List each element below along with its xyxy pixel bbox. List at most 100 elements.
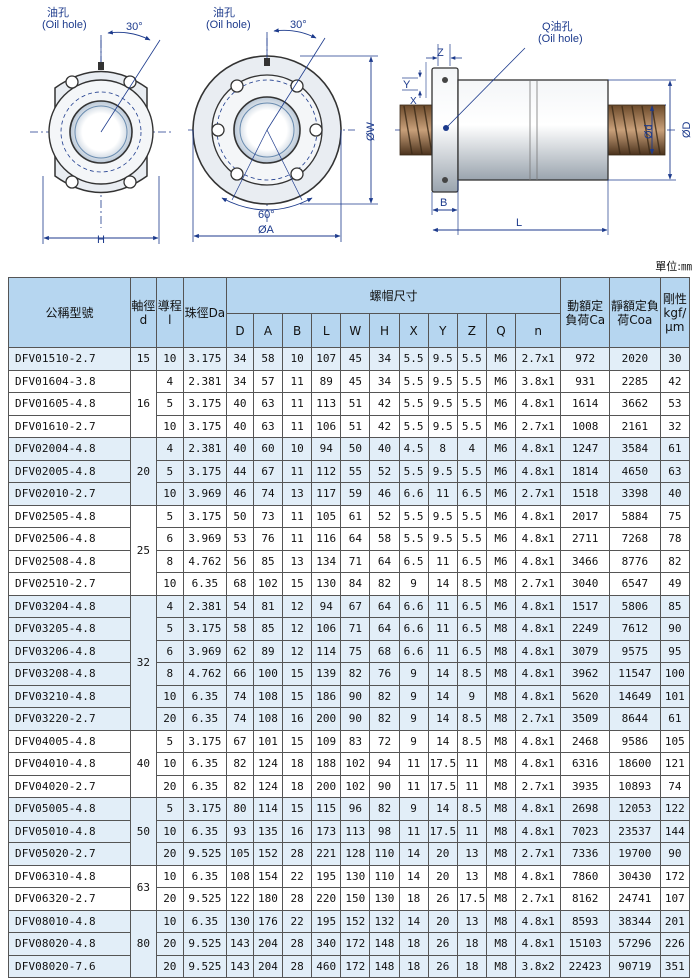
table-cell: 10: [155, 414, 184, 438]
table-cell: 14: [427, 707, 458, 731]
table-cell: 9.525: [182, 932, 227, 956]
table-cell: 2017: [560, 504, 610, 528]
table-cell: 200: [311, 774, 342, 798]
table-cell: 10: [155, 864, 184, 888]
table-cell: 16: [282, 707, 313, 731]
table-cell: 64: [369, 594, 400, 618]
drawing-canvas: 油孔 (Oil hole) 30° H 油孔 (Oil hole) 30° 60…: [30, 5, 693, 246]
table-cell-shaft: 16: [129, 369, 157, 438]
table-cell: 93: [225, 819, 254, 843]
table-cell: 11: [282, 369, 313, 393]
header-sub-a: A: [252, 313, 284, 348]
table-cell: 4.8x1: [515, 662, 562, 686]
table-cell: 5884: [608, 504, 661, 528]
table-cell: 2.7x1: [515, 414, 562, 438]
table-cell: 8.5: [456, 797, 487, 821]
table-cell: 20: [427, 842, 458, 866]
table-cell: 18: [398, 887, 429, 911]
table-cell: 172: [340, 932, 371, 956]
table-cell: 3.175: [182, 459, 227, 483]
table-cell-model: DFV04020-2.7: [8, 774, 131, 798]
table-cell: 18: [456, 932, 487, 956]
table-cell: 2249: [560, 617, 610, 641]
table-cell: 4.8x1: [515, 864, 562, 888]
table-cell: 90: [369, 774, 400, 798]
table-cell: 9.5: [427, 527, 458, 551]
table-cell: M8: [485, 572, 517, 596]
table-cell: 95: [659, 639, 691, 663]
table-cell: 6.5: [456, 482, 487, 506]
table-cell: 4650: [608, 459, 661, 483]
oil-hole-sub-2: (Oil hole): [206, 19, 251, 31]
table-cell: 8644: [608, 707, 661, 731]
table-cell: 10893: [608, 774, 661, 798]
table-cell-model: DFV04005-4.8: [8, 729, 131, 753]
table-cell-model: DFV08010-4.8: [8, 909, 131, 933]
table-cell: 113: [311, 392, 342, 416]
nut-side-view: [395, 44, 676, 235]
table-cell: 12053: [608, 797, 661, 821]
table-cell: 14: [427, 684, 458, 708]
table-cell: 10: [155, 819, 184, 843]
table-cell: 11: [427, 482, 458, 506]
table-cell: 200: [311, 707, 342, 731]
table-cell: 42: [369, 414, 400, 438]
table-cell: 50: [340, 437, 371, 461]
table-cell: 18600: [608, 752, 661, 776]
table-cell: 2.7x1: [515, 774, 562, 798]
table-cell: 1008: [560, 414, 610, 438]
table-cell: 2698: [560, 797, 610, 821]
table-cell: 22: [282, 909, 313, 933]
table-cell: M8: [485, 819, 517, 843]
table-cell: M6: [485, 414, 517, 438]
table-cell: 44: [225, 459, 254, 483]
table-cell: 117: [311, 482, 342, 506]
table-cell: M8: [485, 909, 517, 933]
table-cell-shaft: 63: [129, 864, 157, 911]
table-cell: 5: [155, 392, 184, 416]
table-cell: 6.5: [456, 594, 487, 618]
table-cell: 5.5: [456, 504, 487, 528]
table-cell: 9586: [608, 729, 661, 753]
table-cell: 108: [225, 864, 254, 888]
table-cell: 7336: [560, 842, 610, 866]
table-cell: 130: [369, 887, 400, 911]
table-cell: 34: [225, 369, 254, 393]
table-cell-shaft: 80: [129, 909, 157, 978]
table-cell: 68: [225, 572, 254, 596]
header-ball: 珠徑Da: [182, 277, 227, 348]
header-lead: 導程l: [155, 277, 184, 348]
table-cell-model: DFV03205-4.8: [8, 617, 131, 641]
table-cell: 89: [311, 369, 342, 393]
table-cell-model: DFV01510-2.7: [8, 347, 131, 371]
table-cell: 5.5: [456, 414, 487, 438]
table-cell: 5.5: [456, 347, 487, 371]
table-cell: 51: [340, 414, 371, 438]
table-cell: 8.5: [456, 707, 487, 731]
table-cell: 89: [252, 639, 284, 663]
table-cell: 11: [398, 819, 429, 843]
table-cell: 42: [369, 392, 400, 416]
table-cell: 10: [155, 909, 184, 933]
table-cell: M8: [485, 662, 517, 686]
table-cell: 3.969: [182, 527, 227, 551]
table-cell: 9: [456, 684, 487, 708]
table-cell: 10: [155, 482, 184, 506]
table-cell: 5.5: [398, 392, 429, 416]
header-sub-b: B: [282, 313, 313, 348]
table-cell: 2.381: [182, 437, 227, 461]
header-sub-n: n: [515, 313, 562, 348]
table-cell: 5806: [608, 594, 661, 618]
angle-label-1: 30°: [126, 21, 143, 33]
header-sub-d: D: [225, 313, 254, 348]
table-cell: 220: [311, 887, 342, 911]
table-cell: 9: [398, 662, 429, 686]
table-cell: M8: [485, 639, 517, 663]
table-cell: 9.525: [182, 887, 227, 911]
table-cell: 8162: [560, 887, 610, 911]
table-cell: 85: [659, 594, 691, 618]
header-model: 公稱型號: [8, 277, 131, 348]
